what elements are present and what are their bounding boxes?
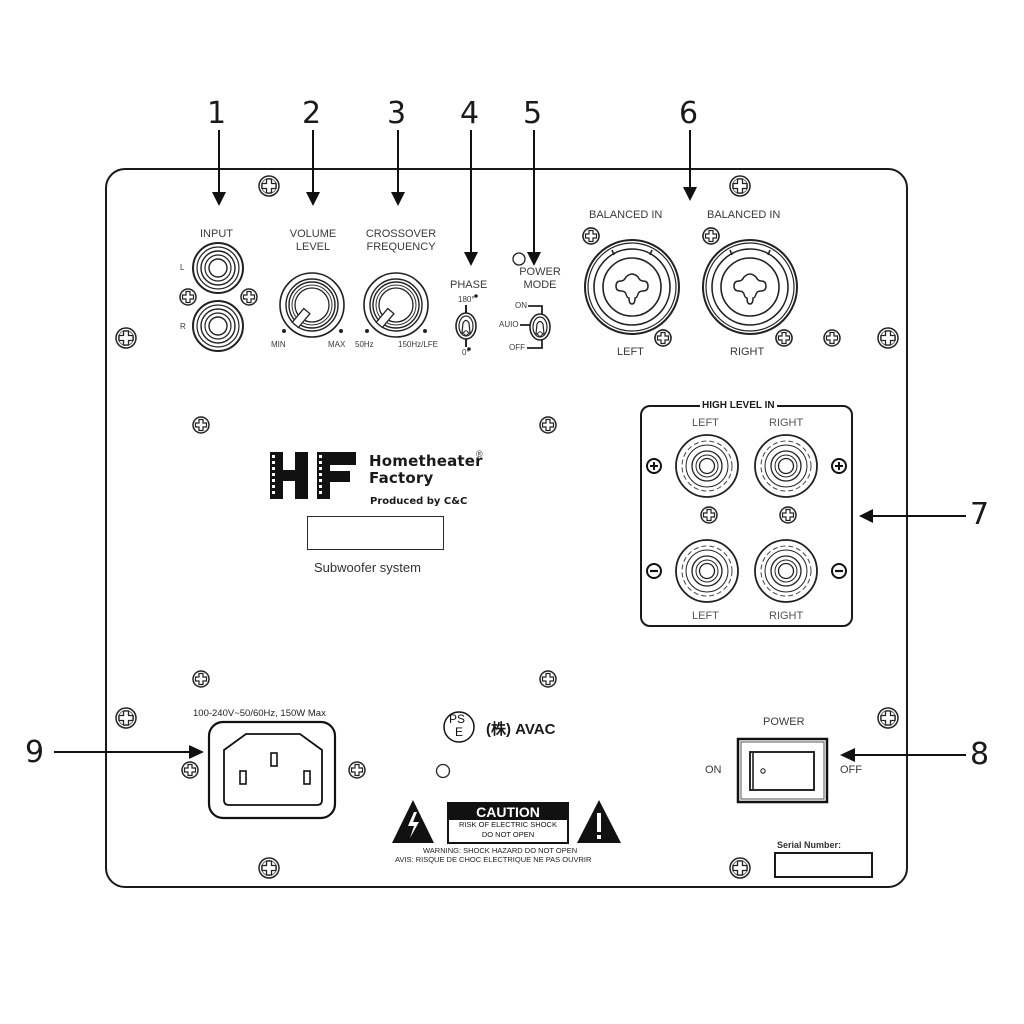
balanced-in-left-title: BALANCED IN (589, 209, 663, 221)
crossover-min-dot (365, 329, 369, 333)
pse-mark-icon (443, 711, 475, 743)
serial-number-label: Serial Number: (777, 840, 842, 850)
callout-3: 3 (387, 96, 407, 131)
pse-bottom: E (455, 725, 464, 739)
power-rating: 100-240V~50/60Hz, 150W Max (193, 708, 326, 719)
callout-4: 4 (460, 96, 480, 131)
input-label: INPUT (200, 228, 233, 240)
callout-2: 2 (302, 96, 322, 131)
callout-5: 5 (523, 96, 543, 131)
input-left-label: L (180, 263, 185, 272)
brand-name-line1: Hometheater (369, 452, 483, 470)
exclamation-warning-icon (577, 800, 621, 843)
volume-label-line1: VOLUME (289, 228, 337, 240)
brand-name-line2: Factory (369, 469, 434, 487)
volume-max-label: MAX (328, 340, 346, 349)
product-name: Subwoofer system (314, 560, 421, 575)
minus-icon (646, 563, 662, 579)
maker-name: (株) AVAC (486, 721, 556, 738)
arrow-8 (840, 748, 966, 762)
arrow-1 (212, 130, 226, 206)
power-rocker-switch[interactable] (749, 751, 815, 791)
balanced-in-left-label: LEFT (617, 346, 644, 358)
callout-8: 8 (970, 737, 990, 772)
led-indicator (512, 252, 526, 266)
crossover-max-label: 150Hz/LFE (398, 340, 439, 349)
phase-0-label: 0° (462, 348, 470, 357)
power-mode-label: POWER MODE (515, 266, 565, 292)
caution-line2: DO NOT OPEN (481, 830, 535, 839)
serial-number-box (774, 852, 873, 878)
ac-pin-left (239, 770, 247, 785)
callout-7: 7 (970, 497, 990, 532)
callout-1: 1 (207, 96, 227, 131)
crossover-min-label: 50Hz (355, 340, 374, 349)
hf-logo (270, 452, 356, 499)
power-mode-auto-label: AUIO (499, 320, 519, 329)
ac-pin-ground (270, 752, 278, 767)
volume-min-dot (282, 329, 286, 333)
plus-icon (646, 458, 662, 474)
plus-icon (831, 458, 847, 474)
balanced-in-right-label: RIGHT (730, 346, 765, 358)
pse-top: PS (449, 712, 466, 726)
minus-icon (831, 563, 847, 579)
caution-label: CAUTION RISK OF ELECTRIC SHOCK DO NOT OP… (447, 802, 569, 844)
phase-180-label: 180° (458, 295, 475, 304)
arrow-5 (527, 130, 541, 266)
high-level-top-right-label: RIGHT (769, 417, 804, 429)
registered-mark: ® (476, 449, 483, 459)
arrow-9 (54, 745, 204, 759)
volume-min-label: MIN (271, 340, 286, 349)
power-mode-label-line2: MODE (523, 279, 557, 291)
arrow-4 (464, 130, 478, 266)
callout-9: 9 (25, 735, 45, 770)
phase-label: PHASE (450, 279, 488, 291)
power-mode-label-line1: POWER (519, 266, 561, 278)
produced-by: Produced by C&C (370, 496, 468, 507)
high-level-top-left-label: LEFT (692, 417, 719, 429)
balanced-in-right-title: BALANCED IN (707, 209, 781, 221)
avis-text: AVIS: RISQUE DE CHOC ELECTRIQUE NE PAS O… (395, 855, 592, 864)
volume-max-dot (339, 329, 343, 333)
volume-label: VOLUME LEVEL (285, 228, 341, 254)
power-off-label: OFF (840, 764, 862, 776)
arrow-3 (391, 130, 405, 206)
crossover-label-line1: CROSSOVER (365, 228, 437, 240)
callout-6: 6 (679, 96, 699, 131)
crossover-label: CROSSOVER FREQUENCY (358, 228, 444, 254)
power-mode-off-label: OFF (509, 343, 525, 352)
high-level-bottom-right-label: RIGHT (769, 610, 804, 622)
high-level-in-title: HIGH LEVEL IN (700, 400, 777, 411)
ac-pin-right (303, 770, 311, 785)
high-level-bottom-left-label: LEFT (692, 610, 719, 622)
ac-inlet-socket[interactable] (223, 733, 323, 806)
arrow-2 (306, 130, 320, 206)
rear-panel (105, 168, 908, 888)
warning-text: WARNING: SHOCK HAZARD DO NOT OPEN (423, 846, 578, 855)
ground-hole (435, 763, 451, 779)
caution-line1: RISK OF ELECTRIC SHOCK (459, 820, 557, 829)
arrow-6 (683, 130, 697, 201)
power-switch-label: POWER (763, 716, 805, 728)
lightning-warning-icon (392, 800, 434, 843)
caution-heading: CAUTION (449, 804, 567, 820)
crossover-max-dot (423, 329, 427, 333)
input-right-label: R (180, 322, 186, 331)
crossover-label-line2: FREQUENCY (366, 241, 436, 253)
brand-name: Hometheater Factory (369, 453, 483, 487)
power-mode-on-label: ON (515, 301, 527, 310)
model-label-box (307, 516, 444, 550)
power-on-label: ON (705, 764, 722, 776)
volume-label-line2: LEVEL (295, 241, 331, 253)
arrow-7 (859, 509, 966, 523)
